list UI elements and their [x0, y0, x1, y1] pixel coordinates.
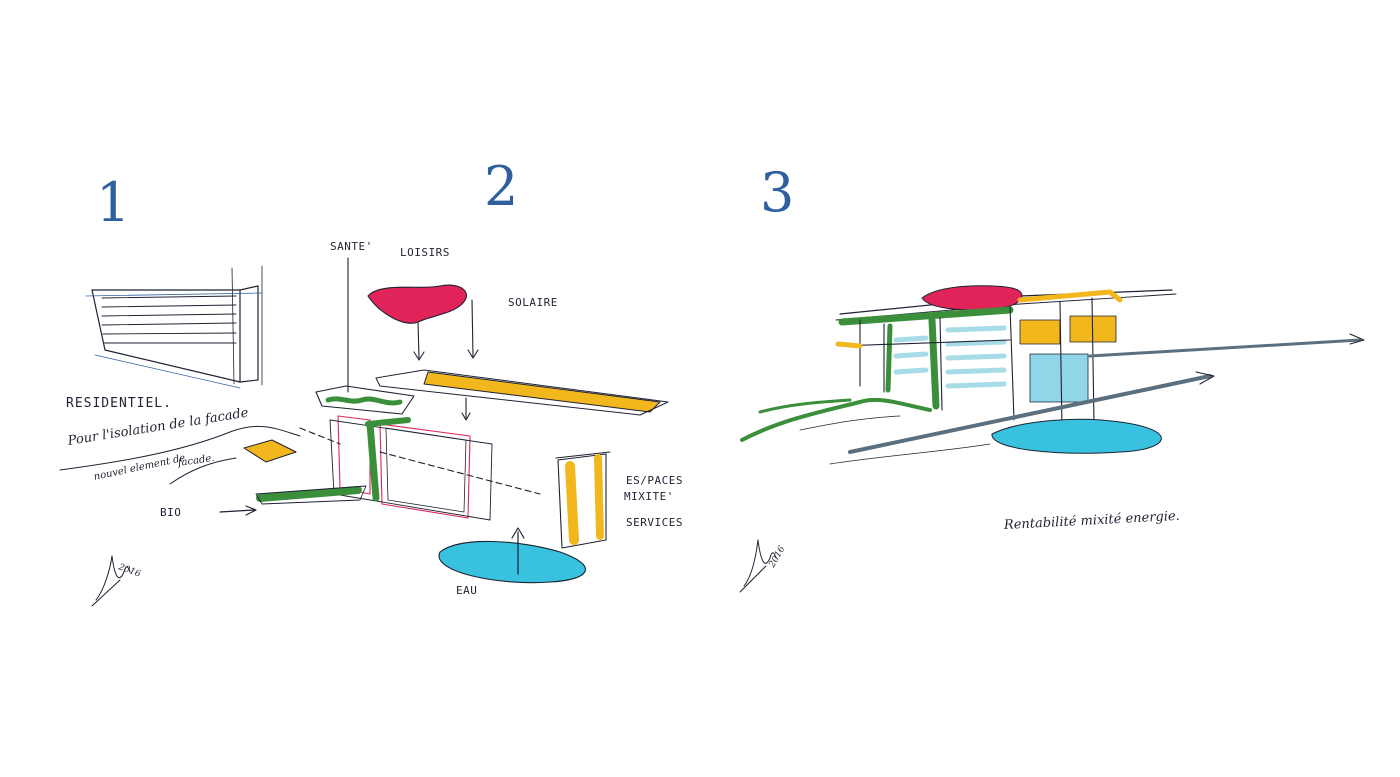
- panel-number-2: 2: [484, 155, 519, 218]
- main-building: [255, 415, 541, 521]
- label-espaces: ES/PACES: [626, 474, 683, 487]
- services-tower: [555, 451, 611, 549]
- label-solaire: SOLAIRE: [508, 296, 558, 309]
- perspective-building: [740, 285, 1365, 465]
- label-sante: SANTE': [330, 240, 373, 253]
- bio-element: [219, 439, 297, 516]
- label-bio: BIO: [160, 506, 182, 519]
- facade-annotation-lines: [59, 425, 301, 485]
- loisirs-cloud: [367, 284, 467, 324]
- label-mixite: MIXITE': [624, 490, 674, 503]
- label-residential: RESIDENTIEL.: [66, 396, 172, 411]
- solar-roof: [375, 369, 669, 416]
- panel-number-1: 1: [96, 171, 131, 234]
- signature-left: [91, 555, 131, 607]
- arrows-down: [347, 257, 479, 421]
- signature-right: [739, 539, 777, 593]
- water-pool-2: [438, 527, 586, 584]
- residential-block-sketch: [85, 265, 263, 389]
- label-services: SERVICES: [626, 516, 683, 529]
- green-roof-module: [315, 385, 415, 415]
- panel-number-3: 3: [760, 161, 795, 224]
- label-eau: EAU: [456, 584, 478, 597]
- label-loisirs: LOISIRS: [400, 246, 450, 259]
